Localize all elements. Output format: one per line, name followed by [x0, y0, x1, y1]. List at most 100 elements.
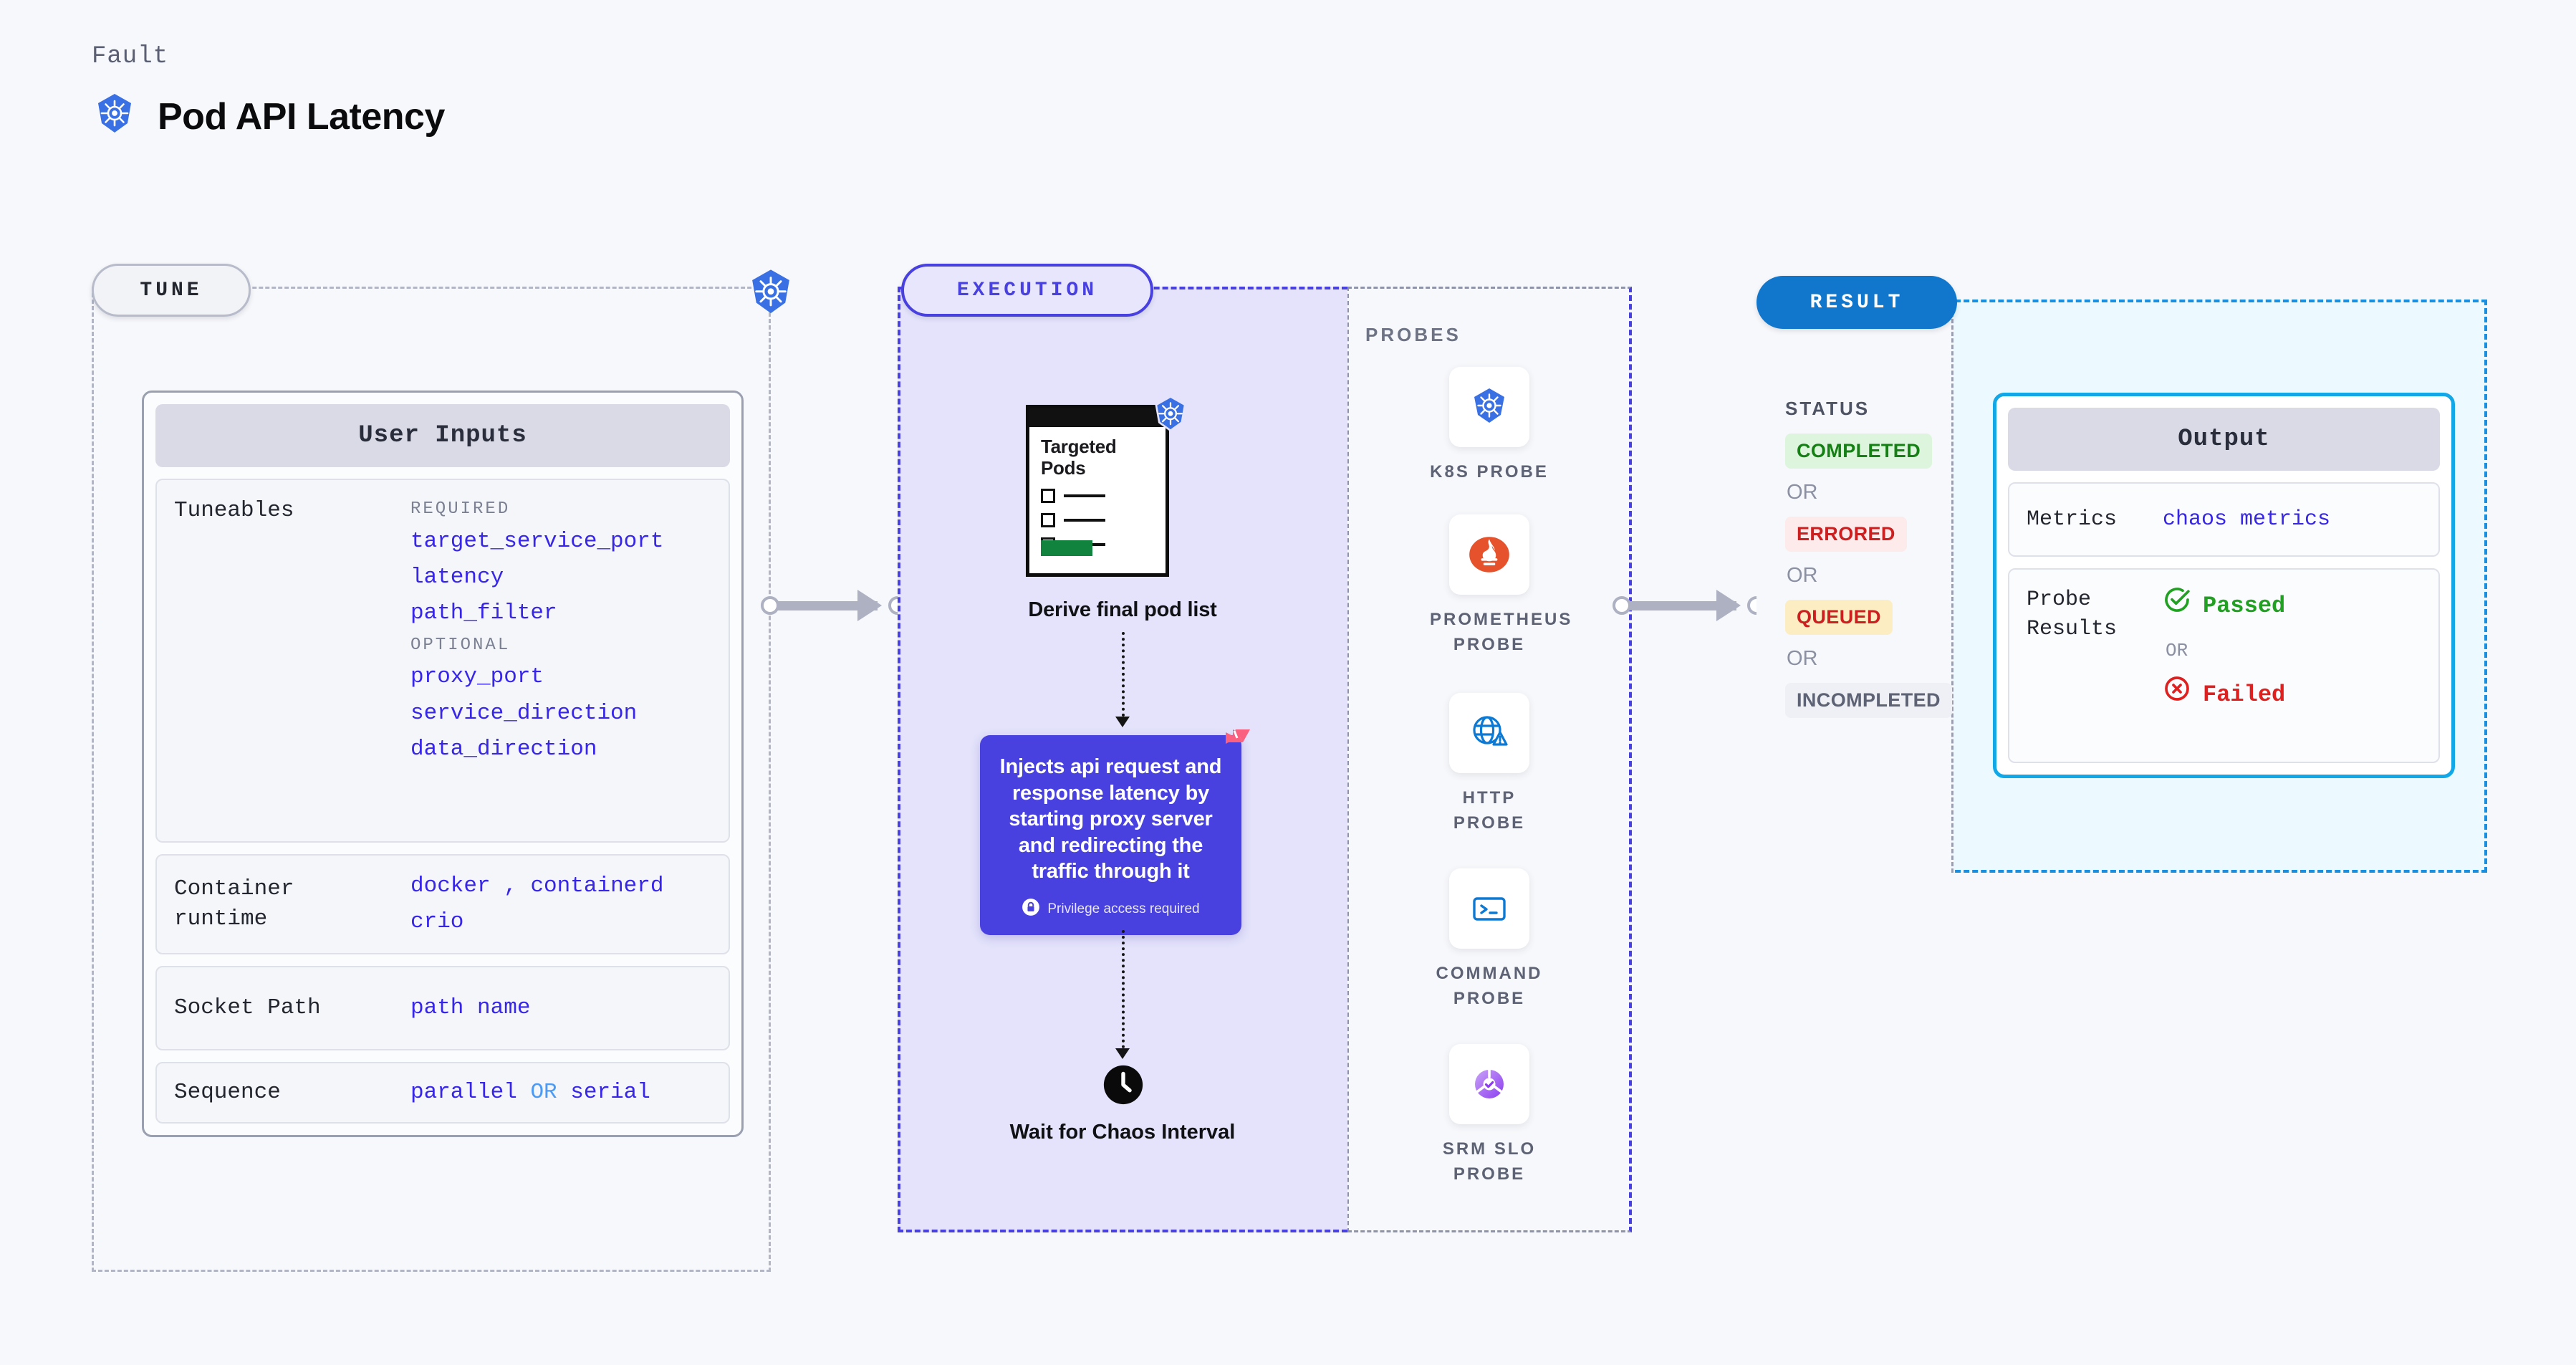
kubernetes-icon	[1449, 367, 1529, 447]
flow-arrow-1	[1115, 717, 1130, 727]
doc-titlebar	[1029, 408, 1166, 427]
flow-connector-2	[1122, 930, 1125, 1048]
runtime-docker[interactable]: docker	[410, 873, 491, 899]
page-title: Pod API Latency	[158, 95, 445, 138]
result-pill[interactable]: RESULT	[1756, 276, 1957, 329]
slo-donut-icon	[1449, 1044, 1529, 1124]
probe-item-http[interactable]: HTTP PROBE	[1430, 693, 1549, 836]
probe-results-key: Probe Results	[2027, 588, 2118, 641]
inject-description: Injects api request and response latency…	[999, 755, 1222, 883]
clock-icon	[1101, 1063, 1145, 1107]
status-or: OR	[1787, 647, 1818, 670]
status-or: OR	[1787, 564, 1818, 587]
user-inputs-card: User Inputs Tuneables REQUIRED target_se…	[142, 391, 744, 1137]
probe-results-row: Probe Results Passed OR	[2008, 568, 2440, 763]
doc-title: Targeted Pods	[1041, 436, 1117, 479]
status-or: OR	[1787, 481, 1818, 504]
probe-label: COMMAND PROBE	[1436, 964, 1543, 1008]
sequence-key: Sequence	[174, 1080, 281, 1106]
container-runtime-row: Container runtime docker , containerd cr…	[155, 854, 730, 954]
checkbox-icon	[1041, 489, 1055, 503]
probe-item-prometheus[interactable]: PROMETHEUS PROBE	[1430, 514, 1570, 658]
doc-line	[1064, 494, 1105, 497]
tune-panel	[92, 287, 771, 1272]
connector-tune-to-execution	[761, 590, 907, 621]
probe-item-k8s[interactable]: K8S PROBE	[1430, 367, 1549, 485]
privilege-note: Privilege access required	[993, 898, 1229, 921]
checkbox-icon	[1041, 513, 1055, 527]
page-header: Fault Pod API Latency	[92, 43, 445, 141]
metrics-value[interactable]: chaos metrics	[2163, 507, 2331, 532]
tune-pill[interactable]: TUNE	[92, 264, 251, 317]
socket-path-row: Socket Path path name	[155, 966, 730, 1050]
runtime-containerd[interactable]: containerd	[530, 873, 664, 899]
tuneable-path-filter[interactable]: path_filter	[410, 600, 557, 626]
doc-line	[1064, 519, 1105, 522]
tuneables-key: Tuneables	[174, 498, 294, 523]
execution-pill[interactable]: EXECUTION	[901, 264, 1153, 317]
doc-check-row	[1041, 489, 1105, 503]
lock-icon	[1022, 898, 1040, 921]
output-card: Output Metrics chaos metrics Probe Resul…	[1993, 393, 2455, 778]
flow-connector-1	[1122, 632, 1125, 717]
privilege-text: Privilege access required	[1047, 901, 1200, 916]
sequence-parallel[interactable]: parallel	[410, 1079, 517, 1105]
tuneable-data-direction[interactable]: data_direction	[410, 736, 597, 762]
optional-label: OPTIONAL	[410, 635, 511, 655]
doc-check-row	[1041, 513, 1105, 527]
tuneables-values: REQUIRED target_service_port latency pat…	[410, 496, 663, 767]
wait-chaos-interval-caption: Wait for Chaos Interval	[1009, 1121, 1236, 1144]
required-label: REQUIRED	[410, 499, 511, 519]
targeted-pods-doc: Targeted Pods	[1026, 396, 1186, 580]
tuneable-target-service-port[interactable]: target_service_port	[410, 528, 664, 554]
derive-pod-list-caption: Derive final pod list	[1028, 598, 1217, 621]
title-row: Pod API Latency	[92, 92, 445, 141]
fault-kicker: Fault	[92, 43, 169, 70]
doc-body: Targeted Pods	[1026, 405, 1169, 577]
tuneable-service-direction[interactable]: service_direction	[410, 700, 638, 726]
status-badge-completed: COMPLETED	[1785, 434, 1933, 469]
tuneable-latency[interactable]: latency	[410, 565, 504, 590]
metrics-row: Metrics chaos metrics	[2008, 482, 2440, 557]
probe-item-command[interactable]: COMMAND PROBE	[1430, 868, 1549, 1012]
probe-label: SRM SLO PROBE	[1442, 1139, 1537, 1184]
socket-path-key: Socket Path	[174, 995, 321, 1021]
check-circle-icon	[2163, 585, 2191, 627]
prometheus-icon	[1449, 514, 1529, 595]
runtime-crio[interactable]: crio	[410, 909, 464, 934]
container-runtime-key: Container runtime	[174, 876, 294, 931]
status-badge-errored: ERRORED	[1785, 517, 1907, 552]
probes-title: PROBES	[1365, 324, 1461, 345]
probe-results-or: OR	[2166, 639, 2188, 661]
x-circle-icon	[2163, 674, 2191, 716]
sequence-serial[interactable]: serial	[570, 1079, 650, 1105]
terminal-icon	[1449, 868, 1529, 949]
kubernetes-icon	[92, 92, 138, 141]
result-status-column	[1756, 300, 1953, 873]
sequence-values: parallel OR serial	[410, 1075, 650, 1111]
metrics-key: Metrics	[2027, 507, 2118, 532]
globe-warning-icon	[1449, 693, 1529, 773]
sequence-or: OR	[530, 1079, 557, 1105]
user-inputs-header: User Inputs	[155, 404, 730, 467]
inject-fault-card: Injects api request and response latency…	[980, 729, 1250, 935]
socket-path-value[interactable]: path name	[410, 995, 531, 1020]
tuneables-row: Tuneables REQUIRED target_service_port l…	[155, 479, 730, 843]
connector-execution-to-result	[1613, 590, 1766, 621]
kubernetes-icon	[1150, 395, 1191, 435]
runtime-comma: ,	[504, 873, 517, 899]
doc-green-bar	[1041, 540, 1092, 556]
probe-label: HTTP PROBE	[1453, 788, 1526, 833]
status-title: STATUS	[1785, 398, 1870, 419]
sequence-row: Sequence parallel OR serial	[155, 1062, 730, 1124]
status-list: COMPLETED OR ERRORED OR QUEUED OR INCOMP…	[1785, 434, 1952, 718]
probe-result-passed: Passed	[2163, 585, 2285, 627]
container-runtime-values: docker , containerd crio	[410, 868, 663, 940]
probe-item-srm-slo[interactable]: SRM SLO PROBE	[1430, 1044, 1549, 1187]
kubernetes-icon	[745, 267, 797, 319]
tuneable-proxy-port[interactable]: proxy_port	[410, 664, 544, 690]
output-header: Output	[2008, 408, 2440, 471]
probe-result-failed: Failed	[2163, 674, 2285, 716]
status-badge-queued: QUEUED	[1785, 600, 1893, 635]
probe-label: K8S PROBE	[1430, 462, 1549, 482]
